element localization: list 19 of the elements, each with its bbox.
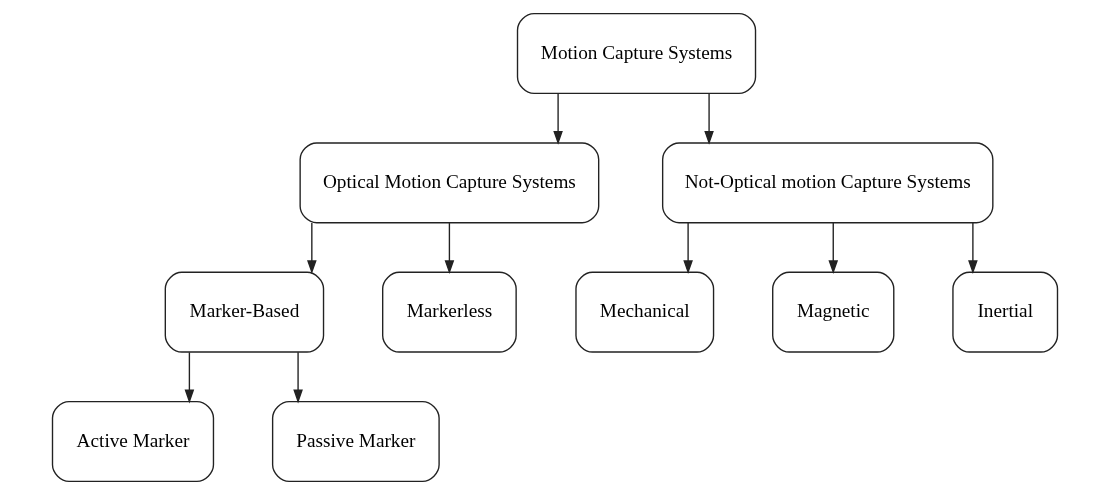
arrow	[293, 351, 303, 404]
node-box: Inertial	[952, 271, 1059, 353]
arrow	[828, 222, 839, 275]
arrow	[307, 222, 317, 275]
node-box: Active Marker	[51, 400, 215, 483]
node-box: Mechanical	[575, 271, 715, 353]
node-box: Markerless	[382, 271, 517, 353]
arrow	[444, 222, 455, 275]
arrow	[704, 93, 714, 145]
node-box: Passive Marker	[271, 400, 440, 483]
arrow	[184, 351, 195, 404]
arrow	[968, 222, 978, 275]
node-box: Motion Capture Systems	[516, 12, 757, 95]
node-box: Marker-Based	[164, 271, 325, 353]
arrow	[553, 93, 563, 145]
node-box: Optical Motion Capture Systems	[299, 142, 600, 224]
arrow	[683, 222, 693, 275]
node-box: Not-Optical motion Capture Systems	[661, 142, 994, 224]
node-box: Magnetic	[772, 271, 895, 353]
